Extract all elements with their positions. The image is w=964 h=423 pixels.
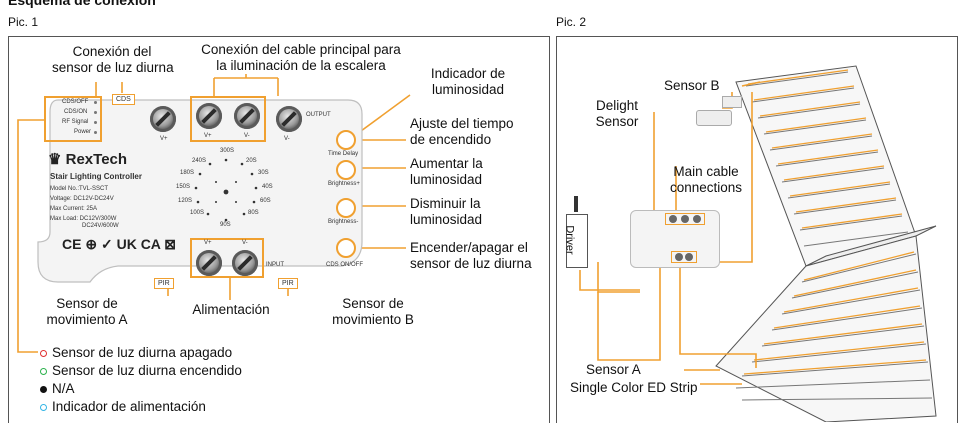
label-led-strip: Single Color ED Strip (570, 380, 698, 395)
legend-item-power-indicator: Indicador de alimentación (40, 398, 242, 416)
label-sensor-a: Sensor A (586, 362, 641, 377)
dial-label-60s: 60S (260, 198, 271, 204)
callout-brightness-up: Aumentar la luminosidad (410, 156, 483, 187)
legend: Sensor de luz diurna apagado Sensor de l… (40, 344, 242, 416)
spec-voltage: Voltage: DC12V-DC24V (50, 196, 114, 202)
dial-label-100s: 100S (190, 210, 205, 216)
pic2-label: Pic. 2 (556, 15, 587, 29)
cds-port-label: CDS (112, 94, 135, 105)
led-label-cds-off: CDS/OFF (62, 99, 89, 105)
spec-load-1: Max Load: DC12V/300W (50, 216, 117, 222)
input-v-minus-label: V- (242, 240, 248, 246)
plug-icon (574, 196, 578, 212)
dial-label-240s: 240S (192, 158, 207, 164)
led-dots (94, 101, 98, 134)
callout-motion-sensor-a: Sensor de movimiento A (46, 296, 128, 327)
led-label-power: Power (74, 129, 92, 135)
terminal-bottom-2 (232, 250, 258, 276)
dial-label-120s: 120S (178, 198, 193, 204)
brightness-down-button[interactable] (336, 198, 356, 218)
legend-item-daylight-off: Sensor de luz diurna apagado (40, 344, 242, 362)
legend-item-daylight-on: Sensor de luz diurna encendido (40, 362, 242, 380)
callout-time-adjust: Ajuste del tiempo de encendido (410, 116, 514, 147)
page-heading: Esquema de conexión (8, 0, 156, 8)
led-label-cds-on: CDS/ON (64, 109, 88, 115)
terminal-top-4 (276, 106, 302, 132)
dial-label-40s: 40S (262, 184, 273, 190)
product-name: Stair Lighting Controller (50, 172, 142, 181)
cds-toggle-button[interactable] (336, 238, 356, 258)
dial-label-180s: 180S (180, 170, 195, 176)
circle-icon (40, 403, 47, 411)
input-v-plus-label: V+ (204, 240, 212, 246)
terminal-label-top-3: V- (244, 133, 250, 139)
led-label-rf-signal: RF Signal (62, 119, 89, 125)
dial-label-90s: 90S (220, 222, 231, 228)
brightness-up-button[interactable] (336, 160, 356, 180)
label-delight-sensor: Delight Sensor (595, 98, 639, 129)
brightness-down-label: Brightness- (328, 219, 359, 225)
dial-label-80s: 80S (248, 210, 259, 216)
pir-a-label: PIR (154, 278, 174, 289)
callout-daylight-sensor-connection: Conexión del sensor de luz diurna (52, 44, 174, 75)
controller-device-body (37, 99, 363, 283)
sensor-b-device (722, 96, 742, 108)
label-driver: Driver (563, 225, 576, 255)
terminal-top-3 (234, 103, 260, 129)
label-main-cable: Main cable connections (669, 164, 743, 195)
led-indicator-box (44, 96, 102, 142)
brand-logo: ♛ RexTech (48, 151, 128, 168)
legend-item-na: N/A (40, 380, 242, 398)
terminal-label-top-1: V+ (160, 136, 168, 142)
time-dial (194, 158, 258, 222)
terminal-top-1 (150, 106, 176, 132)
callout-brightness-down: Disminuir la luminosidad (410, 196, 483, 227)
cds-toggle-label: CDS ON/OFF (326, 262, 363, 268)
pic1-label: Pic. 1 (8, 15, 39, 29)
dial-label-150s: 150S (176, 184, 191, 190)
input-label: INPUT (266, 262, 284, 268)
callout-daylight-toggle: Encender/apagar el sensor de luz diurna (410, 240, 532, 271)
certification-marks: CE ⊕ ✓ UK CA ⊠ (62, 236, 177, 252)
main-cable-terminal-box (190, 96, 266, 142)
spec-current: Max Current: 25A (50, 206, 98, 212)
time-delay-label: Time Delay (328, 151, 359, 157)
staircase-illustration (715, 65, 937, 422)
output-label: OUTPUT (306, 112, 331, 118)
dot-icon (40, 385, 47, 393)
pir-b-label: PIR (278, 278, 298, 289)
driver-box (566, 214, 588, 268)
callout-motion-sensor-b: Sensor de movimiento B (332, 296, 414, 327)
terminal-label-top-4: V- (284, 136, 290, 142)
circle-icon (40, 367, 47, 375)
dial-label-30s: 30S (258, 170, 269, 176)
power-input-box (190, 238, 264, 278)
spec-model: Model No.:TVL-SSCT (50, 186, 109, 192)
terminal-label-top-2: V+ (204, 133, 212, 139)
delight-sensor-device (696, 110, 732, 126)
terminal-top-2 (196, 103, 222, 129)
spec-load-2: DC24V/600W (82, 223, 119, 229)
callout-brightness-indicator: Indicador de luminosidad (430, 66, 506, 97)
label-sensor-b: Sensor B (664, 78, 720, 93)
brightness-up-label: Brightness+ (328, 181, 360, 187)
time-delay-button[interactable] (336, 130, 356, 150)
terminal-bottom-1 (196, 250, 222, 276)
mini-controller (630, 210, 720, 268)
callout-main-cable-connection: Conexión del cable principal para la ilu… (201, 42, 401, 73)
circle-icon (40, 349, 47, 357)
crown-icon: ♛ (48, 151, 62, 168)
dial-label-20s: 20S (246, 158, 257, 164)
callout-power: Alimentación (192, 302, 270, 317)
dial-label-300s: 300S (220, 148, 235, 154)
